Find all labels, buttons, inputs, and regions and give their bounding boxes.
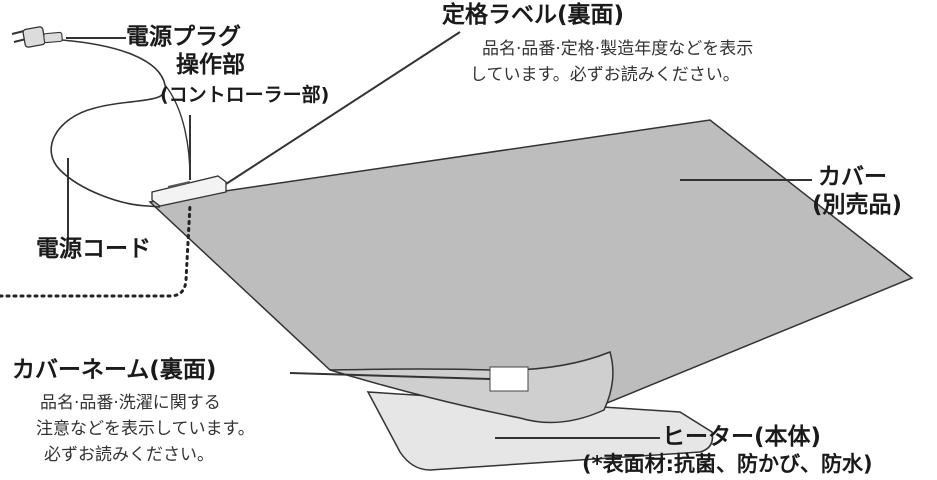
rating-label-desc-2: しています。必ずお読みください。 bbox=[470, 65, 740, 85]
cover-folded-corner bbox=[329, 350, 614, 424]
cover-sheet bbox=[148, 119, 914, 411]
cover-label: カバー bbox=[818, 164, 887, 190]
cover-name-title: カバーネーム(裏面) bbox=[12, 357, 217, 383]
cord-label: 電源コード bbox=[36, 236, 151, 262]
controller-label: 操作部 bbox=[176, 52, 245, 78]
heater-label: ヒーター(本体) bbox=[662, 424, 822, 450]
cover-name-desc-1: 品名·品番·洗濯に関する bbox=[40, 393, 221, 413]
cover-sub-label: (別売品) bbox=[812, 192, 903, 218]
cover-name-desc-2: 注意などを表示しています。 bbox=[36, 419, 255, 439]
controller-sub-label: (コントローラー部) bbox=[160, 84, 330, 106]
heater-body bbox=[366, 391, 714, 471]
cover-name-desc-3: 必ずお読みください。 bbox=[44, 445, 214, 465]
dotted-leader bbox=[0, 203, 192, 298]
rating-label-title: 定格ラベル(裏面) bbox=[442, 2, 625, 28]
cover-name-tag bbox=[489, 366, 529, 392]
plug-label: 電源プラグ bbox=[126, 24, 241, 50]
power-cord bbox=[50, 39, 166, 208]
rating-label-desc-1: 品名·品番·定格·製造年度などを表示 bbox=[482, 39, 754, 59]
heater-sub-label: (*表面材:抗菌、防かび、防水) bbox=[582, 452, 873, 476]
controller-box bbox=[151, 175, 227, 207]
plug-icon bbox=[11, 26, 63, 48]
